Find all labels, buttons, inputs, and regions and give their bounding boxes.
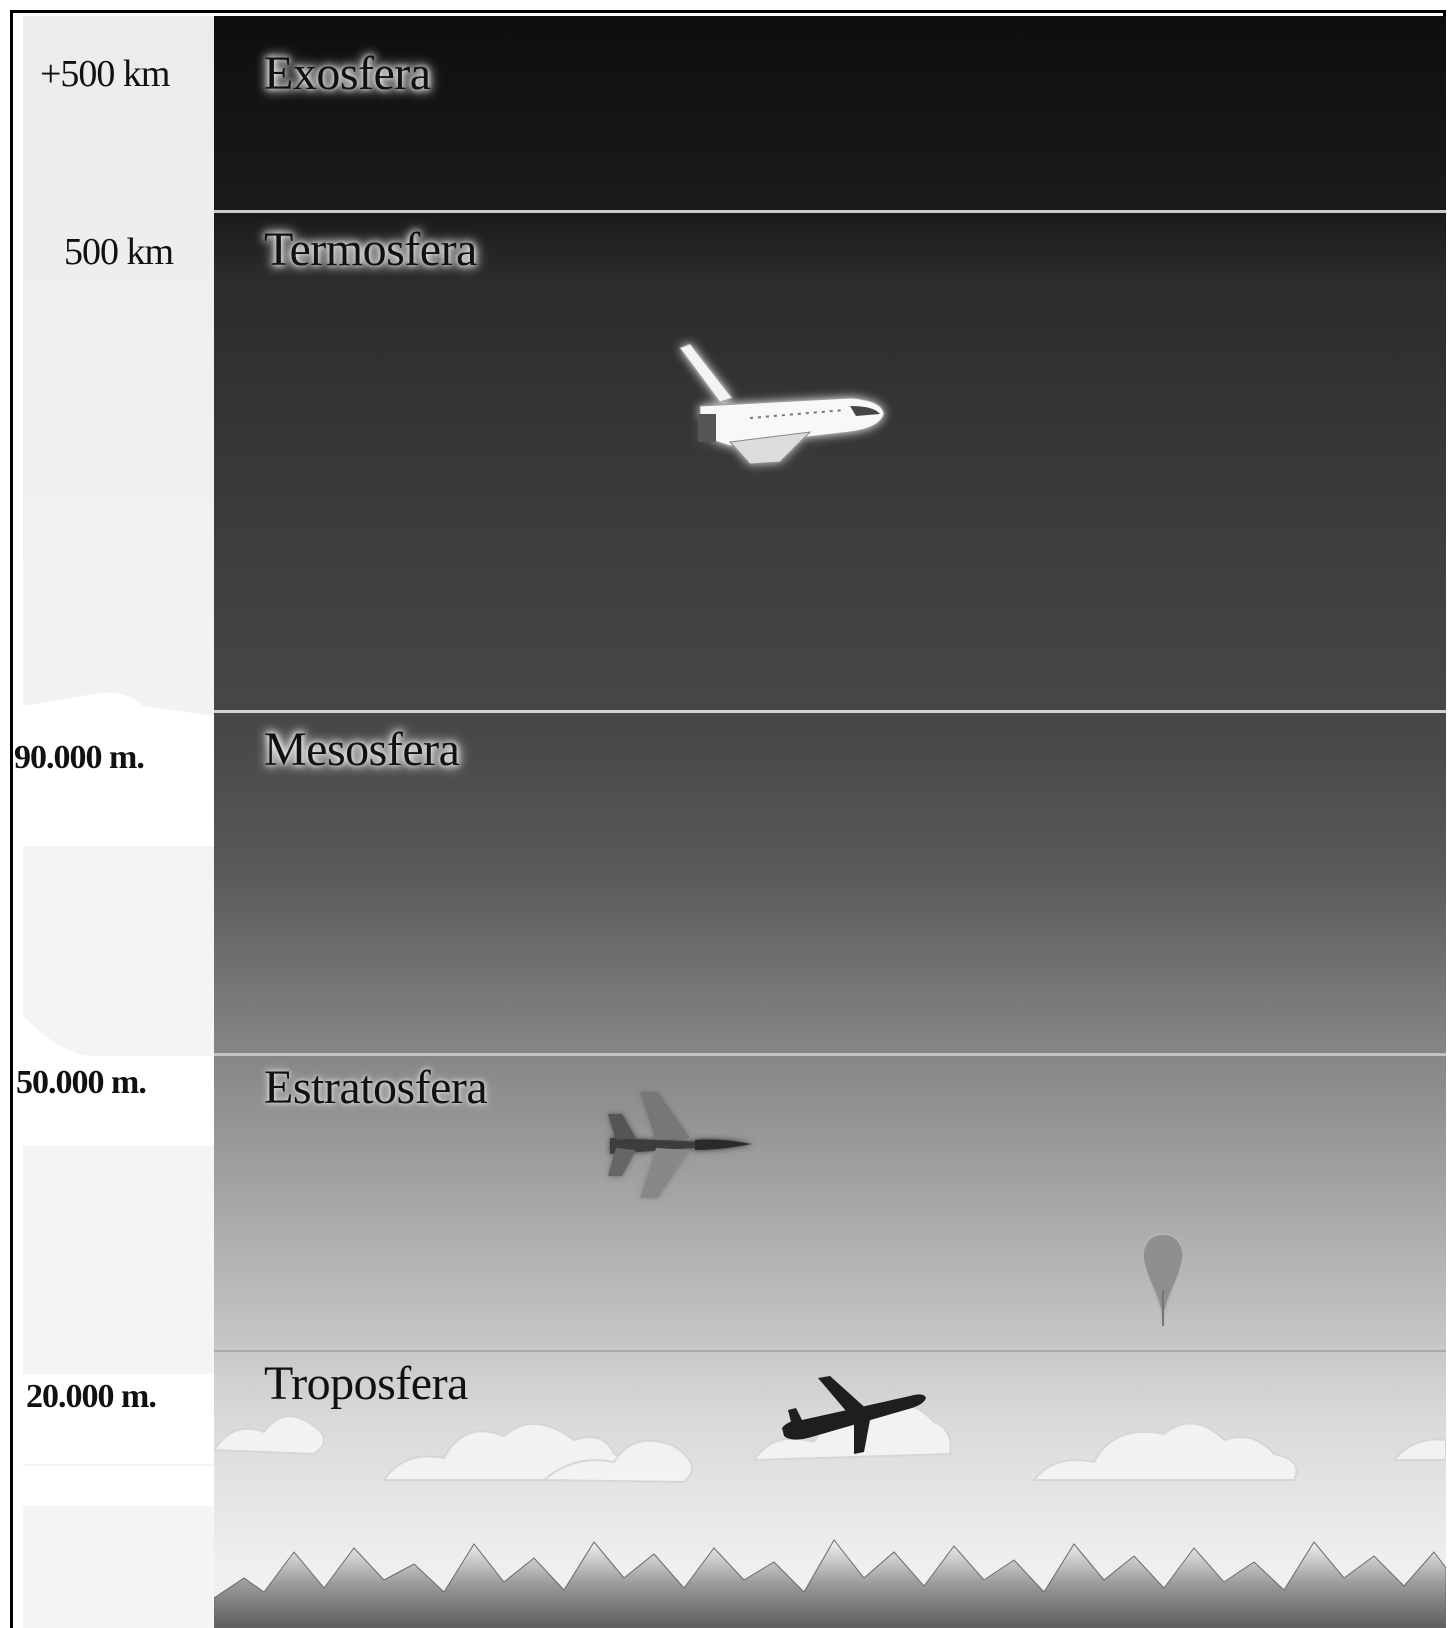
layer-label-mesosfera: Mesosfera bbox=[264, 723, 460, 776]
airliner-icon bbox=[782, 1376, 926, 1454]
altitude-label-mesosfera: 90.000 m. bbox=[14, 739, 145, 776]
boundary-meso-estrato bbox=[214, 1053, 1446, 1056]
axis-shape bbox=[23, 692, 215, 1076]
boundary-estrato-tropo bbox=[214, 1350, 1446, 1352]
altitude-label-troposfera: 20.000 m. bbox=[26, 1378, 157, 1415]
clouds-icon bbox=[214, 1403, 1446, 1484]
layer-label-termosfera: Termosfera bbox=[264, 223, 477, 276]
boundary-exo-termo bbox=[214, 210, 1446, 213]
atmosphere-panel: Exosfera Termosfera Mesosfera Estratosfe… bbox=[214, 16, 1446, 1628]
altitude-axis bbox=[23, 16, 215, 1628]
altitude-label-estratosfera: 50.000 m. bbox=[16, 1064, 147, 1101]
space-shuttle-icon bbox=[679, 343, 885, 465]
boundary-termo-meso bbox=[214, 710, 1446, 713]
layer-label-exosfera: Exosfera bbox=[264, 47, 431, 100]
mountains-icon bbox=[214, 1539, 1446, 1628]
layer-label-troposfera: Troposfera bbox=[264, 1357, 468, 1410]
layer-label-estratosfera: Estratosfera bbox=[264, 1061, 488, 1114]
weather-balloon-icon bbox=[1141, 1232, 1185, 1326]
fighter-jet-icon bbox=[608, 1092, 752, 1198]
altitude-label-exosfera: +500 km bbox=[40, 53, 170, 95]
altitude-label-termosfera: 500 km bbox=[64, 231, 174, 273]
